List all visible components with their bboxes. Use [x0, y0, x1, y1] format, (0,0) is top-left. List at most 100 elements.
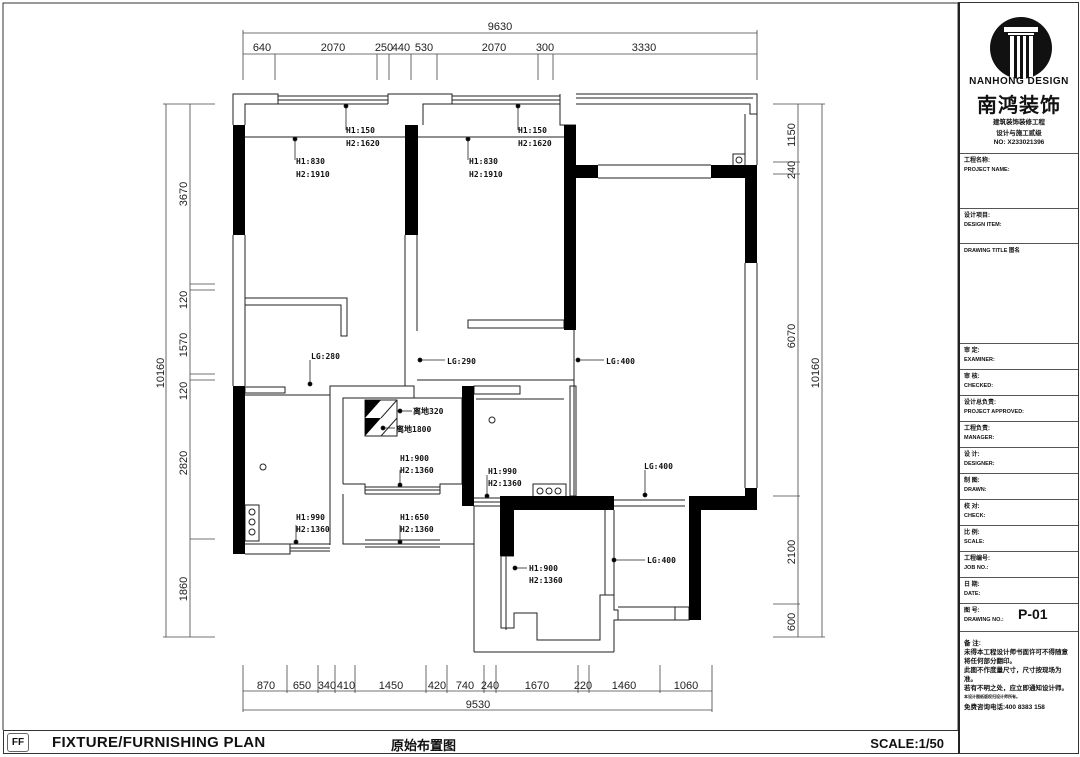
dim-bottom-seg: 1670: [525, 680, 549, 692]
dim-left-seg: 1570: [178, 333, 190, 357]
field-checked: 审 核: CHECKED:: [960, 369, 1078, 395]
sheet-title-strip: FF FIXTURE/FURNISHING PLAN 原始布置图 SCALE:1…: [3, 730, 958, 754]
hotline: 免费咨询电话:400 8383 158: [964, 704, 1045, 711]
scale-label: SCALE:1/50: [870, 736, 944, 751]
solid-walls: [233, 125, 757, 620]
field-label-en: PROJECT APPROVED:: [964, 409, 1025, 415]
lg-dining: LG:400: [644, 462, 673, 471]
field-label-en: CHECK:: [964, 513, 986, 519]
field-label-en: DRAWN:: [964, 487, 987, 493]
field-label-en: MANAGER:: [964, 435, 995, 441]
field-label-cn: 设计项目:: [964, 213, 990, 219]
field-label-cn: 设计总负责:: [964, 400, 996, 406]
notes-title: 备 注:: [964, 640, 981, 647]
dim-top-seg: 530: [415, 42, 433, 54]
field-label-en: PROJECT NAME:: [964, 167, 1010, 173]
brand-tagline-1: 建筑装饰装修工程: [993, 119, 1045, 126]
note-line: 此图不作度量尺寸，尺寸按现场为准。: [964, 667, 1062, 683]
dim-bottom-seg: 410: [337, 680, 355, 692]
dim-bottom-seg: 870: [257, 680, 275, 692]
field-drawing-no: 图 号: DRAWING NO.: P-01: [960, 603, 1078, 631]
field-label-cn: 图 号:: [964, 608, 980, 614]
dim-bottom-seg: 420: [428, 680, 446, 692]
field-check: 校 对: CHECK:: [960, 499, 1078, 525]
dim-right-seg: 6070: [786, 324, 798, 348]
title-block: NANHONG DESIGN 南鸿装饰 建筑装饰装修工程 设计与施工贰级 NO:…: [958, 2, 1079, 754]
field-label-cn: 工程名称:: [964, 158, 990, 164]
bath-window-h1: H1:900: [400, 454, 429, 463]
bed2-window-h2: H2:1620: [518, 139, 552, 148]
dim-bottom-seg: 340: [318, 680, 336, 692]
bed1-sill-h1: H1:830: [296, 157, 325, 166]
dim-left-seg: 120: [178, 382, 190, 400]
field-label-cn: 审 核:: [964, 374, 980, 380]
brand-name-en: NANHONG DESIGN: [969, 76, 1069, 87]
bath2-window-h1: H1:650: [400, 513, 429, 522]
kitchen-window-h2: H2:1360: [296, 525, 330, 534]
dim-bottom-seg: 1060: [674, 680, 698, 692]
company-logo: NANHONG DESIGN 南鸿装饰 建筑装饰装修工程 设计与施工贰级 NO:…: [960, 3, 1078, 153]
dim-right-seg: 1150: [786, 123, 798, 147]
dim-top-seg: 2070: [321, 42, 345, 54]
dim-bottom-seg: 650: [293, 680, 311, 692]
dim-top-seg: 300: [536, 42, 554, 54]
bottom-dimension-lines: [242, 665, 713, 712]
field-date: 日 期: DATE:: [960, 577, 1078, 603]
bed1-sill-h2: H2:1910: [296, 170, 330, 179]
dim-left-total: 10160: [155, 358, 167, 389]
dim-top-seg: 440: [392, 42, 410, 54]
dim-left-seg: 1860: [178, 577, 190, 601]
balcony-window-h1: H1:900: [529, 564, 558, 573]
utility-window-h1: H1:990: [488, 467, 517, 476]
dim-top-seg: 3330: [632, 42, 656, 54]
bed1-window-h1: H1:150: [346, 126, 375, 135]
bath-window-h2: H2:1360: [400, 466, 434, 475]
dim-top-seg: 640: [253, 42, 271, 54]
field-scale: 比 例: SCALE:: [960, 525, 1078, 551]
left-dimension-lines: [163, 103, 215, 638]
field-label-cn: 制 图:: [964, 478, 980, 484]
floor-plan: 9630 640 2070 250 440 530 2070 300 3330 …: [2, 2, 958, 730]
brand-name-cn: 南鸿装饰: [977, 95, 1061, 117]
field-label-cn: 比 例:: [964, 530, 980, 536]
note-line: 本设计图纸版权归设计师所有。: [964, 694, 1020, 699]
note-line: 若有不明之处，应立即通知设计师。: [964, 685, 1068, 692]
field-label-en: SCALE:: [964, 539, 985, 545]
field-label-cn: 校 对:: [964, 504, 980, 510]
field-label-cn: 设 计:: [964, 452, 980, 458]
field-label-en: CHECKED:: [964, 383, 994, 389]
lg-balcony: LG:400: [647, 556, 676, 565]
field-designer: 设 计: DESIGNER:: [960, 447, 1078, 473]
column-logo-icon: [990, 17, 1052, 79]
meter-high-label: 离地320: [413, 406, 444, 416]
bed2-window-h1: H1:150: [518, 126, 547, 135]
plan-title-cn: 原始布置图: [391, 738, 457, 753]
field-drawn: 制 图: DRAWN:: [960, 473, 1078, 499]
note-line: 未得本工程设计师书面许可不得随意将任何部分翻印。: [964, 649, 1068, 665]
dim-bottom-seg: 740: [456, 680, 474, 692]
dim-left-seg: 3670: [178, 182, 190, 206]
field-label-en: DESIGN ITEM:: [964, 222, 1002, 228]
field-project-approved: 设计总负责: PROJECT APPROVED:: [960, 395, 1078, 421]
lg-living: LG:400: [606, 357, 635, 366]
lg-corridor-left: LG:280: [311, 352, 340, 361]
dim-bottom-seg: 1450: [379, 680, 403, 692]
right-dimension-lines: [773, 103, 825, 638]
field-label-cn: 审 定:: [964, 348, 980, 354]
bed2-sill-h1: H1:830: [469, 157, 498, 166]
field-design-item: 设计项目: DESIGN ITEM:: [960, 208, 1078, 243]
dim-left-seg: 2820: [178, 451, 190, 475]
dim-top-seg: 250: [375, 42, 393, 54]
drawing-number: P-01: [1018, 606, 1048, 622]
field-label-en: EXAMINER:: [964, 357, 995, 363]
dim-left-seg: 120: [178, 291, 190, 309]
field-label-cn: 工程编号:: [964, 556, 990, 562]
dim-right-seg: 2100: [786, 540, 798, 564]
bed1-window-h2: H2:1620: [346, 139, 380, 148]
field-label-cn: 工程负责:: [964, 426, 990, 432]
license-number: NO: X233021396: [993, 139, 1045, 146]
field-job-no: 工程编号: JOB NO.:: [960, 551, 1078, 577]
field-examiner: 审 定: EXAMINER:: [960, 343, 1078, 369]
dim-bottom-total: 9530: [466, 699, 490, 711]
